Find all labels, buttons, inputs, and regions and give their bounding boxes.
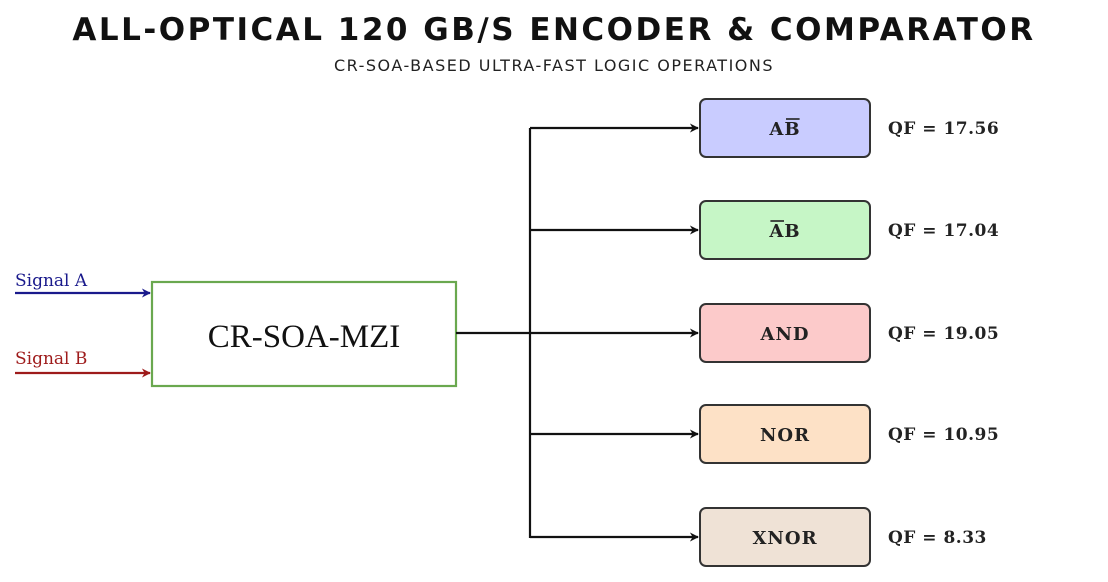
output-label: XNOR (752, 528, 817, 549)
output-bus (456, 128, 532, 538)
mzi-label: CR-SOA-MZI (208, 319, 401, 355)
signal-b-label: Signal B (15, 349, 87, 369)
quality-factor-label: QF = 19.05 (888, 324, 999, 344)
output-item-4: NOR QF = 10.95 (530, 404, 999, 464)
output-box (699, 404, 871, 464)
output-label: NOR (760, 425, 810, 446)
output-item-3: AND QF = 19.05 (530, 303, 999, 363)
output-label: AB (768, 119, 800, 140)
quality-factor-label: QF = 8.33 (888, 528, 987, 548)
quality-factor-label: QF = 10.95 (888, 425, 999, 445)
input-signal-a: Signal A (15, 271, 151, 298)
output-item-5: XNOR QF = 8.33 (530, 507, 987, 567)
diagram-subtitle: CR-SOA-BASED ULTRA-FAST LOGIC OPERATIONS (333, 56, 775, 75)
signal-a-label: Signal A (15, 271, 88, 291)
output-label: AND (759, 324, 809, 345)
quality-factor-label: QF = 17.04 (888, 221, 999, 241)
input-signal-b: Signal B (15, 349, 151, 378)
diagram-title: ALL-OPTICAL 120 GB/S ENCODER & COMPARATO… (72, 12, 1036, 48)
output-box (699, 98, 871, 158)
output-item-2: AB QF = 17.04 (530, 200, 999, 260)
output-box (699, 200, 871, 260)
output-item-1: AB QF = 17.56 (530, 98, 999, 158)
cr-soa-mzi-block: CR-SOA-MZI (150, 280, 458, 388)
output-box (699, 507, 871, 567)
quality-factor-label: QF = 17.56 (888, 119, 999, 139)
output-label: AB (768, 221, 800, 242)
output-box (699, 303, 871, 363)
